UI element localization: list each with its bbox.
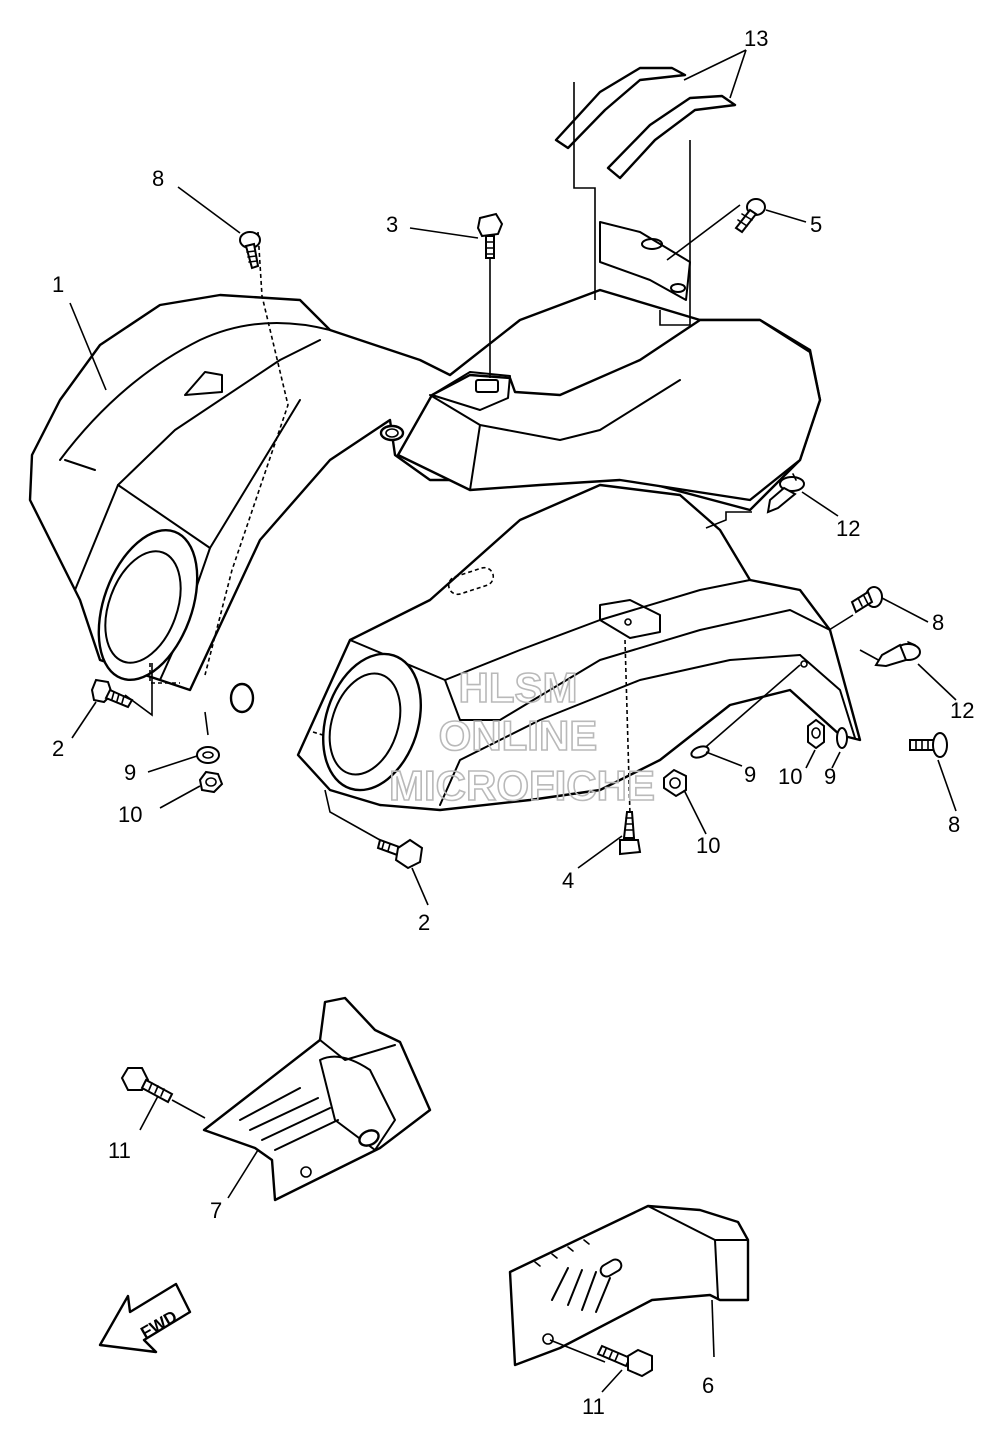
callout-9-right: 9 <box>824 764 836 789</box>
nut-10-right <box>807 718 825 750</box>
callout-2-left: 2 <box>52 736 64 761</box>
assembly-line <box>828 614 854 631</box>
watermark-line-1: HLSM <box>459 664 578 711</box>
callout-12-right: 12 <box>950 698 974 723</box>
callout-labels: 1 2 2 3 4 5 6 7 8 8 8 9 9 9 10 10 10 11 … <box>52 26 974 1419</box>
assembly-line <box>171 1099 206 1119</box>
nut-10-center <box>663 768 687 798</box>
leader-lines <box>69 49 957 1393</box>
bolt-2-bottom <box>376 838 424 870</box>
assembly-line <box>624 639 631 816</box>
washer-9-left <box>196 746 220 764</box>
clip-12-right <box>874 641 921 668</box>
assembly-line <box>204 231 289 676</box>
assembly-line <box>124 663 153 717</box>
watermark-line-3: MICROFICHE <box>389 762 655 809</box>
washer-9-right <box>836 727 848 749</box>
heat-guard-right <box>508 1204 750 1367</box>
clip-12-top <box>766 473 805 514</box>
callout-10-right: 10 <box>778 764 802 789</box>
washer-9-center <box>690 745 710 759</box>
assembly-line <box>699 664 801 753</box>
assembly-line <box>204 711 209 736</box>
nut-10-left <box>198 770 224 794</box>
bolt-11-left <box>120 1067 174 1104</box>
bolt-8-top <box>239 231 261 270</box>
front-fender <box>229 483 862 812</box>
callout-10-center: 10 <box>696 833 720 858</box>
screw-5 <box>734 198 766 234</box>
callout-12-top: 12 <box>836 516 860 541</box>
callout-8-right: 8 <box>932 610 944 635</box>
callout-9-center: 9 <box>744 762 756 787</box>
watermark: HLSM ONLINE MICROFICHE <box>388 663 656 810</box>
bracket-line <box>573 82 596 300</box>
callout-6: 6 <box>702 1373 714 1398</box>
callout-11-left: 11 <box>108 1138 131 1163</box>
callout-8-top: 8 <box>152 166 164 191</box>
screw-4 <box>619 811 642 856</box>
seat-area <box>379 221 822 502</box>
assembly-line <box>549 1339 606 1363</box>
callout-7: 7 <box>210 1198 222 1223</box>
trim-strips <box>554 66 737 180</box>
bracket-line <box>659 140 691 326</box>
callout-8-bottom-right: 8 <box>948 812 960 837</box>
callout-2-bottom: 2 <box>418 910 430 935</box>
heat-guard-left <box>202 996 432 1202</box>
callout-13: 13 <box>744 26 768 51</box>
forward-direction-arrow: FWD <box>98 1282 192 1354</box>
callout-9-left: 9 <box>124 760 136 785</box>
assembly-line <box>324 789 381 841</box>
callout-1: 1 <box>52 272 64 297</box>
bolt-3 <box>476 212 504 259</box>
assembly-line <box>312 731 327 737</box>
callout-5: 5 <box>810 212 822 237</box>
bolt-2-left <box>90 678 134 709</box>
bracket-line <box>705 511 752 529</box>
callout-10-left: 10 <box>118 802 142 827</box>
callout-11-bottom: 11 <box>582 1394 605 1419</box>
callout-4: 4 <box>562 868 574 893</box>
assembly-line <box>666 204 741 261</box>
bolt-8-right <box>850 586 883 614</box>
bolt-8-bottom-right <box>909 732 948 758</box>
watermark-line-2: ONLINE <box>439 712 598 759</box>
bolt-11-bottom <box>596 1344 653 1378</box>
callout-3: 3 <box>386 212 398 237</box>
